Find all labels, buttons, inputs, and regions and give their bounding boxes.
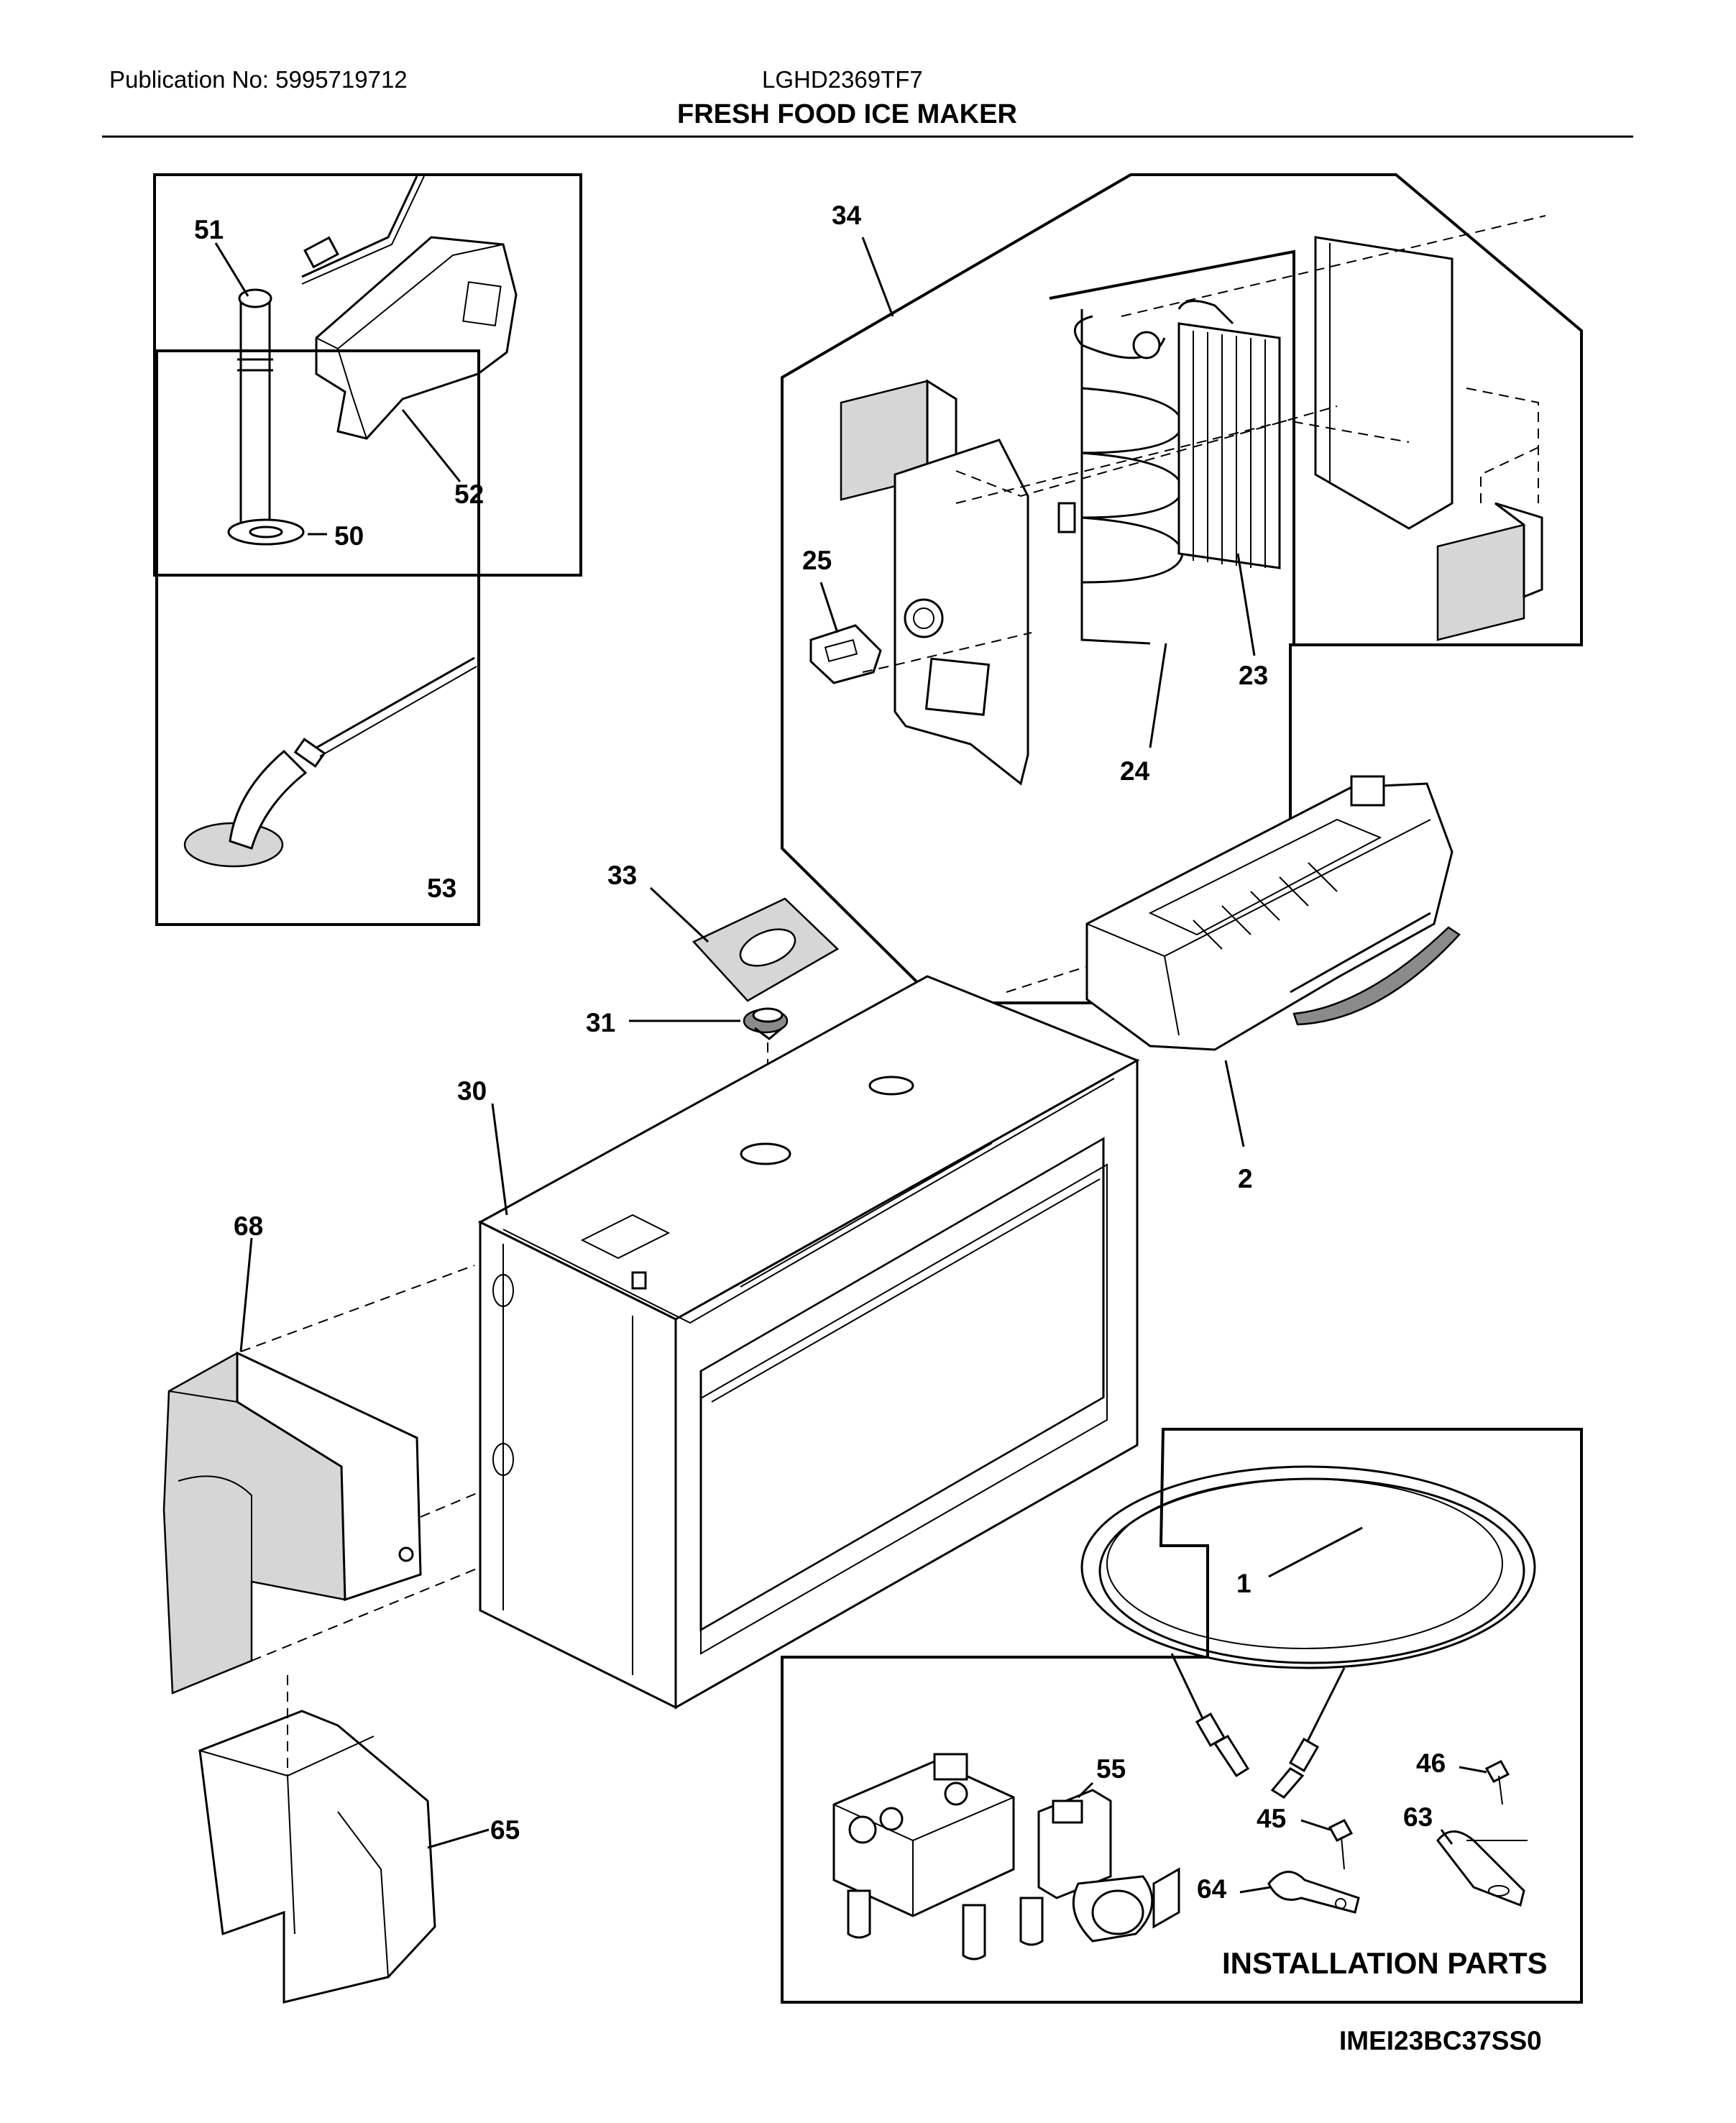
callout-2: 2 (1238, 1164, 1253, 1193)
callout-55: 55 (1096, 1754, 1126, 1784)
diagram-code: IMEI23BC37SS0 (1339, 2026, 1542, 2055)
callout-23: 23 (1239, 661, 1268, 690)
drain-kit-panel: 51 52 50 (153, 173, 582, 577)
bucket-cover-part: 68 (162, 1211, 481, 1695)
callout-30: 30 (457, 1076, 487, 1106)
callout-51: 51 (194, 215, 224, 244)
callout-24: 24 (1120, 756, 1150, 786)
callout-46: 46 (1416, 1748, 1446, 1778)
installation-parts-panel: 1 55 46 45 63 (781, 1428, 1583, 2004)
callout-1: 1 (1236, 1569, 1252, 1598)
publication-number: Publication No: 5995719712 (109, 66, 408, 93)
housing-part: 30 (457, 975, 1140, 1710)
fill-tube-panel: 53 (155, 349, 480, 926)
callout-68: 68 (234, 1211, 263, 1241)
page-title: FRESH FOOD ICE MAKER (677, 99, 1017, 129)
model-number: LGHD2369TF7 (762, 66, 923, 93)
gasket-part: 33 (607, 861, 840, 1002)
ice-chute-part: 65 (198, 1675, 520, 2004)
callout-34: 34 (832, 201, 862, 230)
installation-parts-label: INSTALLATION PARTS (1222, 1946, 1548, 1980)
evaporator-assembly-panel: 34 25 23 24 (781, 173, 1583, 1004)
callout-50: 50 (334, 521, 364, 551)
callout-53: 53 (427, 873, 456, 903)
ice-maker-part: 2 (1006, 775, 1461, 1193)
callout-45: 45 (1257, 1804, 1286, 1833)
callout-33: 33 (607, 861, 637, 890)
callout-65: 65 (490, 1815, 520, 1845)
callout-64: 64 (1197, 1874, 1227, 1904)
callout-25: 25 (802, 546, 832, 575)
callout-31: 31 (586, 1008, 615, 1037)
callout-63: 63 (1403, 1802, 1433, 1832)
